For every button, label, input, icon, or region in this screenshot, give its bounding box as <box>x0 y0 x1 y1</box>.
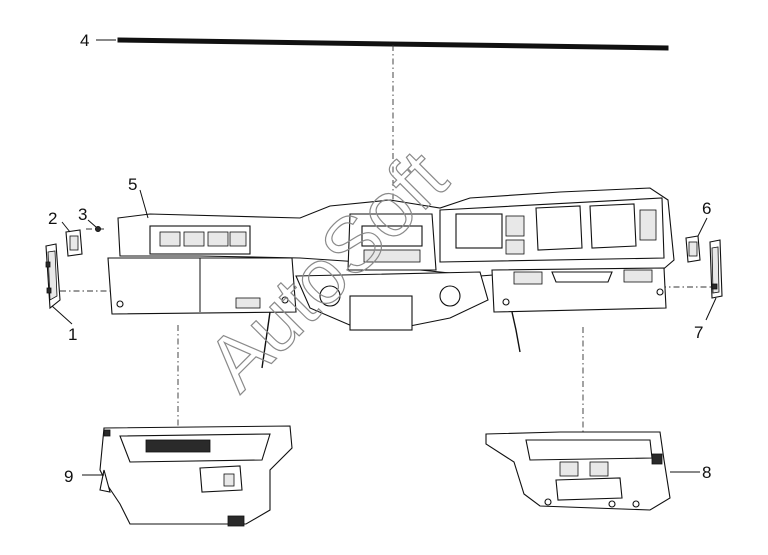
part-3-screw <box>95 225 102 232</box>
part-4-top-trim-strip <box>117 37 669 51</box>
leader-line-6 <box>697 217 708 237</box>
alignment-lines <box>60 45 712 432</box>
part-2-bracket <box>65 229 83 257</box>
leader-line-3 <box>87 219 97 228</box>
callout-8: 8 <box>702 463 711 482</box>
callout-4: 4 <box>80 31 89 50</box>
callout-5: 5 <box>128 175 137 194</box>
part-7-right-end-cap <box>709 239 723 299</box>
callout-2: 2 <box>48 209 57 228</box>
leader-line-2 <box>61 221 71 233</box>
part-6-right-bracket <box>685 235 701 263</box>
part-1-left-end-cap <box>45 243 61 310</box>
callout-3: 3 <box>78 205 87 224</box>
leader-line-1 <box>51 305 73 325</box>
leader-line-5 <box>139 189 149 219</box>
callout-1: 1 <box>68 325 77 344</box>
part-8-lower-right-panel <box>485 431 671 511</box>
part-9-glovebox-housing <box>99 425 293 527</box>
callout-6: 6 <box>702 199 711 218</box>
callout-9: 9 <box>64 467 73 486</box>
leader-line-7 <box>705 297 717 321</box>
part-5-dashboard-assembly <box>107 187 675 369</box>
callout-7: 7 <box>694 323 703 342</box>
